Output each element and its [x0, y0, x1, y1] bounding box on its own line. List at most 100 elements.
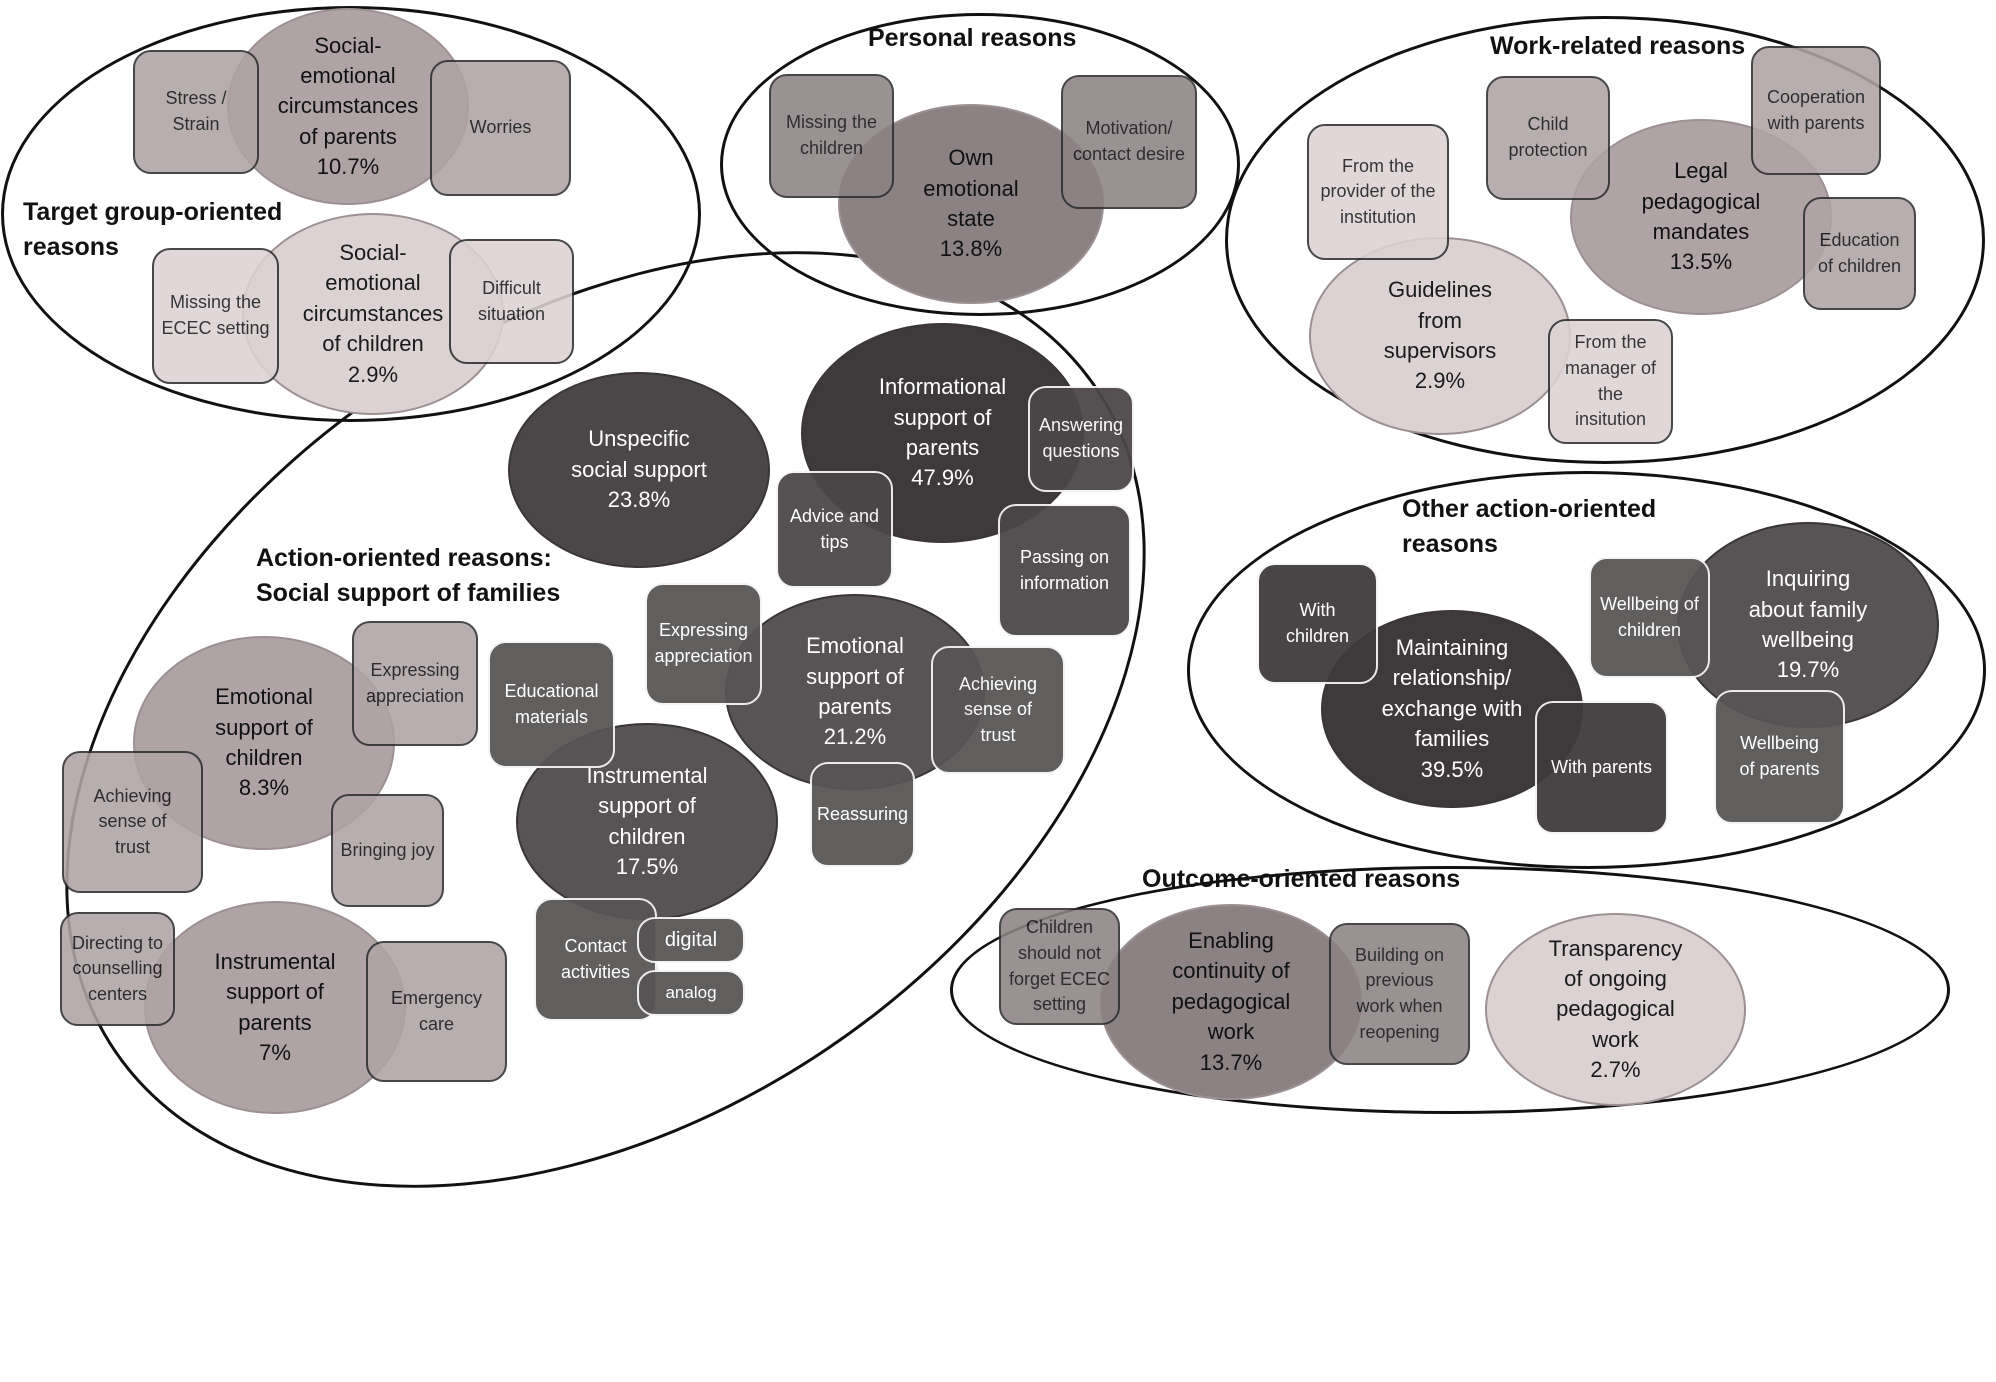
- stress-strain-box: Stress / Strain: [133, 50, 259, 174]
- wellbeing-parents-box: Wellbeing of parents: [1714, 690, 1845, 824]
- passing-information-label: Passing on information: [1019, 546, 1110, 593]
- wellbeing-children-box: Wellbeing of children: [1589, 557, 1710, 678]
- with-children-box: With children: [1257, 563, 1378, 684]
- analog-label: analog: [665, 982, 717, 1002]
- cooperation-parents-box: Cooperation with parents: [1751, 46, 1881, 175]
- bringing-joy-label: Bringing joy: [340, 839, 435, 860]
- other-action-oriented-title: Other action-oriented reasons: [1402, 492, 1656, 562]
- answering-questions-box: Answering questions: [1028, 386, 1134, 492]
- emotional-support-parents-label: Emotional support of parents 21.2%: [806, 633, 904, 750]
- wellbeing-children-label: Wellbeing of children: [1600, 593, 1699, 640]
- outcome-oriented-title: Outcome-oriented reasons: [1142, 862, 1460, 897]
- children-circumstances-label: Social- emotional circumstances of child…: [302, 240, 444, 387]
- action-oriented-title: Action-oriented reasons: Social support …: [256, 541, 560, 611]
- contact-activities-label: Contact activities: [560, 935, 631, 982]
- motivation-label: Motivation/ contact desire: [1072, 118, 1186, 164]
- passing-information-box: Passing on information: [998, 504, 1131, 637]
- target-group-title: Target group-oriented reasons: [23, 195, 313, 265]
- action-oriented-title-text: Action-oriented reasons: Social support …: [256, 544, 561, 607]
- inquiring-wellbeing-label: Inquiring about family wellbeing 19.7%: [1748, 566, 1868, 683]
- instrumental-support-children-ellipse: Instrumental support of children 17.5%: [516, 723, 778, 920]
- expressing-appreciation-parents-label: Expressing appreciation: [654, 620, 753, 666]
- emergency-care-label: Emergency care: [390, 987, 483, 1034]
- group-outcome-oriented: [950, 866, 1950, 1114]
- transparency-work-label: Transparency of ongoing pedagogical work…: [1548, 935, 1683, 1083]
- trust-children-box: Achieving sense of trust: [62, 751, 203, 893]
- work-related-title: Work-related reasons: [1490, 29, 1745, 64]
- expressing-appreciation-children-box: Expressing appreciation: [352, 621, 478, 746]
- with-parents-label: With parents: [1550, 756, 1653, 777]
- missing-children-box: Missing the children: [769, 74, 894, 198]
- answering-questions-label: Answering questions: [1038, 415, 1124, 461]
- trust-parents-box: Achieving sense of trust: [931, 646, 1065, 774]
- difficult-situation-label: Difficult situation: [477, 277, 546, 324]
- digital-label: digital: [664, 928, 718, 951]
- reassuring-label: Reassuring: [816, 803, 909, 824]
- unspecific-support-ellipse: Unspecific social support 23.8%: [508, 372, 770, 568]
- enabling-continuity-label: Enabling continuity of pedagogical work …: [1171, 928, 1291, 1075]
- digital-pill: digital: [637, 917, 745, 963]
- own-emotional-state-label: Own emotional state 13.8%: [923, 145, 1019, 262]
- cooperation-parents-label: Cooperation with parents: [1766, 86, 1866, 133]
- provider-institution-box: From the provider of the institution: [1307, 124, 1449, 260]
- parents-circumstances-label: Social- emotional circumstances of paren…: [277, 32, 419, 180]
- expressing-appreciation-parents-box: Expressing appreciation: [645, 583, 762, 705]
- motivation-box: Motivation/ contact desire: [1061, 75, 1197, 209]
- work-related-title-text: Work-related reasons: [1490, 32, 1746, 60]
- group-target-group-oriented: [1, 6, 701, 422]
- group-other-action-oriented: [1187, 471, 1986, 869]
- stress-strain-label: Stress / Strain: [165, 88, 227, 134]
- education-children-box: Education of children: [1803, 197, 1916, 310]
- transparency-work-ellipse: Transparency of ongoing pedagogical work…: [1485, 913, 1746, 1106]
- instrumental-support-parents-label: Instrumental support of parents 7%: [214, 948, 336, 1065]
- legal-mandates-label: Legal pedagogical mandates 13.5%: [1641, 158, 1761, 275]
- provider-institution-label: From the provider of the institution: [1320, 155, 1436, 227]
- with-children-label: With children: [1285, 599, 1350, 646]
- expressing-appreciation-children-label: Expressing appreciation: [365, 659, 465, 706]
- worries-label: Worries: [469, 117, 532, 138]
- counselling-centers-box: Directing to counselling centers: [60, 912, 175, 1026]
- maintaining-relationship-label: Maintaining relationship/ exchange with …: [1381, 635, 1523, 782]
- building-on-work-box: Building on previous work when reopening: [1329, 923, 1470, 1065]
- guidelines-supervisors-ellipse: Guidelines from supervisors 2.9%: [1309, 237, 1571, 435]
- reasons-diagram: Social- emotional circumstances of paren…: [0, 6, 1986, 1382]
- worries-box: Worries: [430, 60, 571, 196]
- advice-tips-box: Advice and tips: [776, 471, 893, 588]
- trust-parents-label: Achieving sense of trust: [958, 673, 1038, 745]
- bringing-joy-box: Bringing joy: [331, 794, 444, 907]
- manager-institution-label: From the manager of the insitution: [1564, 332, 1657, 430]
- counselling-centers-label: Directing to counselling centers: [71, 932, 164, 1004]
- outcome-oriented-title-text: Outcome-oriented reasons: [1142, 865, 1461, 893]
- education-children-label: Education of children: [1817, 229, 1902, 276]
- with-parents-box: With parents: [1535, 701, 1668, 834]
- not-forget-ecec-box: Children should not forget ECEC setting: [999, 908, 1120, 1025]
- building-on-work-label: Building on previous work when reopening: [1354, 944, 1445, 1042]
- missing-ecec-box: Missing the ECEC setting: [152, 248, 279, 384]
- emotional-support-children-label: Emotional support of children 8.3%: [215, 684, 313, 801]
- trust-children-label: Achieving sense of trust: [93, 785, 172, 857]
- educational-materials-label: Educational materials: [504, 680, 599, 727]
- informational-support-label: Informational support of parents 47.9%: [878, 374, 1007, 491]
- not-forget-ecec-label: Children should not forget ECEC setting: [1008, 917, 1111, 1015]
- personal-title-text: Personal reasons: [868, 24, 1077, 52]
- reassuring-box: Reassuring: [810, 762, 915, 867]
- instrumental-support-children-label: Instrumental support of children 17.5%: [586, 762, 708, 879]
- emergency-care-box: Emergency care: [366, 941, 507, 1082]
- personal-title: Personal reasons: [868, 21, 1076, 56]
- parents-circumstances-ellipse: Social- emotional circumstances of paren…: [227, 8, 469, 205]
- missing-ecec-label: Missing the ECEC setting: [161, 292, 270, 338]
- group-personal: [720, 13, 1240, 316]
- analog-pill: analog: [637, 970, 745, 1016]
- guidelines-supervisors-label: Guidelines from supervisors 2.9%: [1383, 277, 1497, 394]
- other-action-oriented-title-text: Other action-oriented reasons: [1402, 495, 1657, 558]
- group-work-related: [1225, 16, 1985, 464]
- target-group-title-text: Target group-oriented reasons: [23, 198, 283, 261]
- child-protection-box: Child protection: [1486, 76, 1610, 200]
- educational-materials-box: Educational materials: [488, 641, 615, 768]
- difficult-situation-box: Difficult situation: [449, 239, 574, 364]
- wellbeing-parents-label: Wellbeing of parents: [1739, 733, 1820, 779]
- missing-children-label: Missing the children: [785, 112, 878, 158]
- unspecific-support-label: Unspecific social support 23.8%: [571, 426, 707, 513]
- contact-activities-box: Contact activities: [534, 898, 657, 1021]
- child-protection-label: Child protection: [1508, 114, 1588, 160]
